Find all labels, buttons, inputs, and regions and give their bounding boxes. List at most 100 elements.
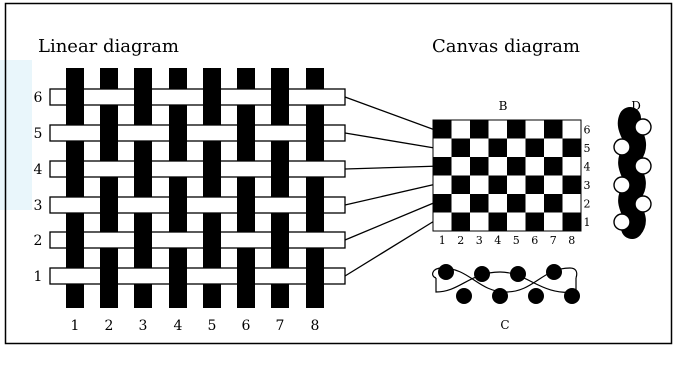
warp-over-weft <box>169 267 187 285</box>
canvas-diagram-title: Canvas diagram <box>432 36 580 57</box>
weft-cross-circle <box>613 213 631 231</box>
warp-number-6: 6 <box>242 318 251 334</box>
canvas-column-2: 2 <box>457 234 464 247</box>
canvas-cell-black <box>507 120 526 139</box>
canvas-cell-black <box>433 120 452 139</box>
connector-line-1 <box>344 221 434 277</box>
canvas-cell-black <box>562 175 581 194</box>
warp-cross-dot-top <box>546 264 562 280</box>
weft-cross-section <box>432 264 580 304</box>
canvas-cell-black <box>525 212 544 231</box>
canvas-cell-black <box>470 157 489 176</box>
weft-number-1: 1 <box>34 269 43 285</box>
canvas-column-5: 5 <box>513 234 520 247</box>
warp-over-weft <box>306 267 324 285</box>
canvas-cell-black <box>544 194 563 213</box>
linear-diagram-title: Linear diagram <box>38 36 179 57</box>
connector-line-4 <box>344 165 434 170</box>
canvas-row-1: 1 <box>584 216 591 229</box>
canvas-column-3: 3 <box>476 234 483 247</box>
warp-cross-dot-top <box>474 266 490 282</box>
warp-number-2: 2 <box>105 318 114 334</box>
warp-over-weft <box>169 124 187 142</box>
warp-over-weft <box>100 196 118 214</box>
warp-over-weft <box>203 231 221 249</box>
weft-thread-3 <box>49 196 346 214</box>
warp-over-weft <box>203 160 221 178</box>
canvas-column-6: 6 <box>531 234 538 247</box>
canvas-cell-black <box>470 194 489 213</box>
weft-cross-circle <box>613 138 631 156</box>
warp-cross-section <box>613 107 652 239</box>
warp-over-weft <box>134 88 152 106</box>
canvas-cell-black <box>433 157 452 176</box>
weft-yarn-path-lower <box>435 271 577 294</box>
warp-cross-dot-bottom <box>564 288 580 304</box>
warp-number-7: 7 <box>276 318 285 334</box>
canvas-row-labels: 1 2 3 4 5 6 <box>584 123 591 229</box>
canvas-row-5: 5 <box>584 142 591 155</box>
weft-thread-5 <box>49 124 346 142</box>
connector-line-6 <box>344 96 434 130</box>
canvas-column-7: 7 <box>550 234 557 247</box>
warp-cross-dot-top <box>510 266 526 282</box>
weft-thread-1 <box>49 267 346 285</box>
weft-thread-2 <box>49 231 346 249</box>
warp-over-weft <box>237 196 255 214</box>
canvas-column-8: 8 <box>568 234 575 247</box>
canvas-column-4: 4 <box>494 234 501 247</box>
weft-thread-6 <box>49 88 346 106</box>
warp-cross-dot-top <box>438 264 454 280</box>
warp-over-weft <box>271 160 289 178</box>
warp-over-weft <box>237 124 255 142</box>
weft-number-2: 2 <box>34 233 43 249</box>
warp-number-4: 4 <box>174 318 183 334</box>
warp-over-weft <box>66 88 84 106</box>
canvas-row-3: 3 <box>584 179 591 192</box>
canvas-label-b: B <box>499 99 508 113</box>
warp-over-weft <box>134 231 152 249</box>
warp-over-weft <box>100 267 118 285</box>
warp-number-1: 1 <box>71 318 80 334</box>
linear-diagram <box>49 68 346 308</box>
canvas-column-1: 1 <box>439 234 446 247</box>
connector-line-3 <box>344 184 434 206</box>
weft-cross-circle <box>634 118 652 136</box>
canvas-cell-black <box>488 175 507 194</box>
canvas-cell-black <box>525 175 544 194</box>
canvas-cell-black <box>488 138 507 157</box>
weft-number-3: 3 <box>34 198 43 214</box>
warp-number-5: 5 <box>208 318 217 334</box>
canvas-cell-black <box>544 120 563 139</box>
warp-over-weft <box>203 88 221 106</box>
warp-over-weft <box>100 124 118 142</box>
canvas-cell-black <box>470 120 489 139</box>
canvas-row-4: 4 <box>584 160 591 173</box>
canvas-cell-black <box>562 212 581 231</box>
warp-over-weft <box>237 267 255 285</box>
warp-over-weft <box>271 231 289 249</box>
canvas-row-6: 6 <box>584 123 591 136</box>
warp-yarn-body <box>617 107 646 239</box>
canvas-cell-black <box>562 138 581 157</box>
weft-number-4: 4 <box>34 162 43 178</box>
warp-number-3: 3 <box>139 318 148 334</box>
canvas-row-2: 2 <box>584 197 591 210</box>
cross-section-label-c: C <box>500 318 509 332</box>
warp-cross-dot-bottom <box>456 288 472 304</box>
weft-cross-circle <box>613 176 631 194</box>
warp-over-weft <box>134 160 152 178</box>
canvas-cell-black <box>451 138 470 157</box>
connector-lines <box>344 96 434 277</box>
warp-over-weft <box>306 124 324 142</box>
warp-over-weft <box>169 196 187 214</box>
figure-frame <box>4 2 673 345</box>
canvas-cell-black <box>488 212 507 231</box>
canvas-cell-black <box>544 157 563 176</box>
canvas-cell-black <box>451 212 470 231</box>
warp-cross-dot-bottom <box>492 288 508 304</box>
